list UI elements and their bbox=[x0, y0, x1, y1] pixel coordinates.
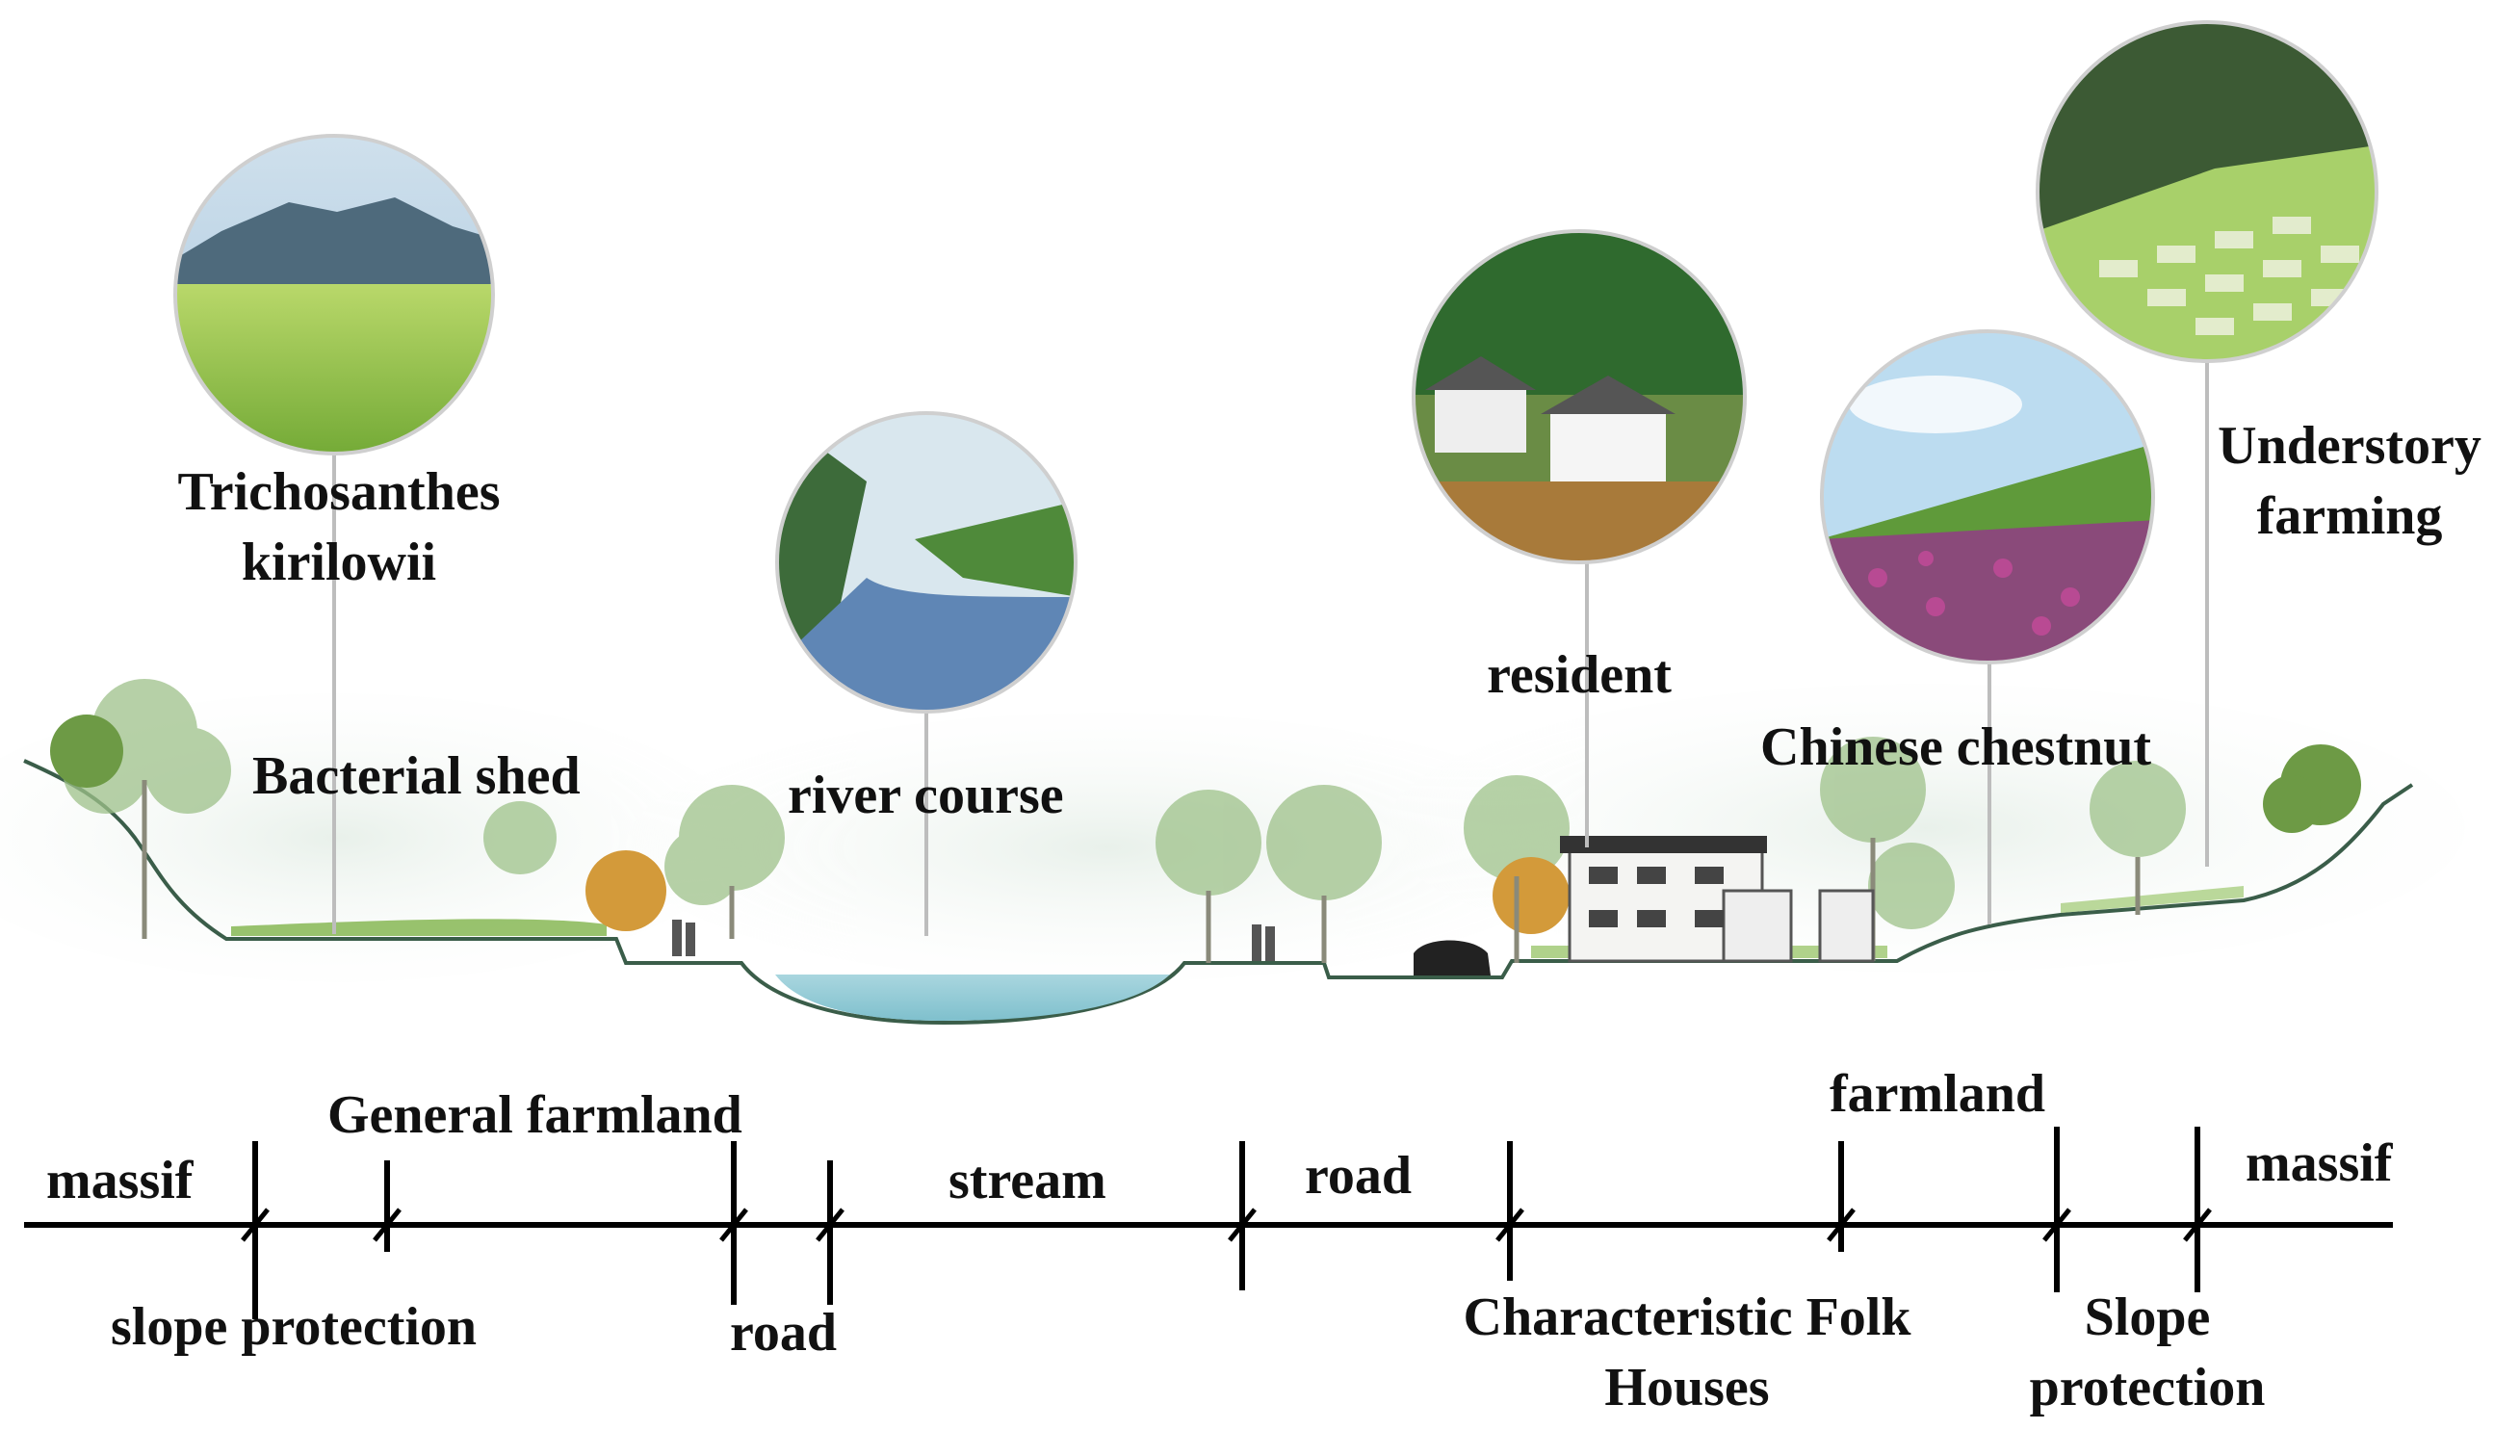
label-resident: resident bbox=[1487, 645, 1672, 705]
zone-general-farmland: General farmland bbox=[327, 1085, 742, 1145]
zone-slope-protection-right: Slope protection bbox=[2029, 1287, 2266, 1417]
people bbox=[672, 920, 1275, 961]
zone-slope-protection-left: slope protection bbox=[111, 1297, 478, 1357]
vignette-chestnut bbox=[1820, 329, 2155, 664]
vignette-river bbox=[775, 411, 1078, 714]
zone-massif-right: massif bbox=[2246, 1133, 2393, 1193]
car bbox=[1414, 940, 1491, 975]
pin-stems bbox=[332, 361, 2209, 936]
zone-farmland: farmland bbox=[1830, 1064, 2045, 1124]
zone-folk-houses: Characteristic Folk Houses bbox=[1463, 1287, 1911, 1417]
vignette-trichosanthes bbox=[173, 134, 495, 455]
label-trichosanthes: Trichosanthes kirilowii bbox=[177, 462, 501, 592]
zone-massif-left: massif bbox=[46, 1151, 194, 1210]
zone-road-top: road bbox=[1305, 1146, 1412, 1206]
folk-houses bbox=[1560, 836, 1875, 963]
zone-stream: stream bbox=[948, 1151, 1106, 1210]
label-chinese-chestnut: Chinese chestnut bbox=[1760, 717, 2152, 777]
zone-axis bbox=[24, 1127, 2393, 1319]
stream-water bbox=[775, 975, 1170, 1021]
vignette-understory bbox=[2036, 20, 2378, 363]
label-bacterial-shed: Bacterial shed bbox=[252, 746, 581, 806]
label-river-course: river course bbox=[788, 766, 1064, 825]
axis-slashes bbox=[241, 1208, 2212, 1242]
vignette-resident bbox=[1412, 229, 1747, 564]
zone-road-bottom: road bbox=[730, 1303, 837, 1363]
trees bbox=[50, 679, 2361, 963]
label-understory-farming: Understory farming bbox=[2218, 416, 2481, 546]
